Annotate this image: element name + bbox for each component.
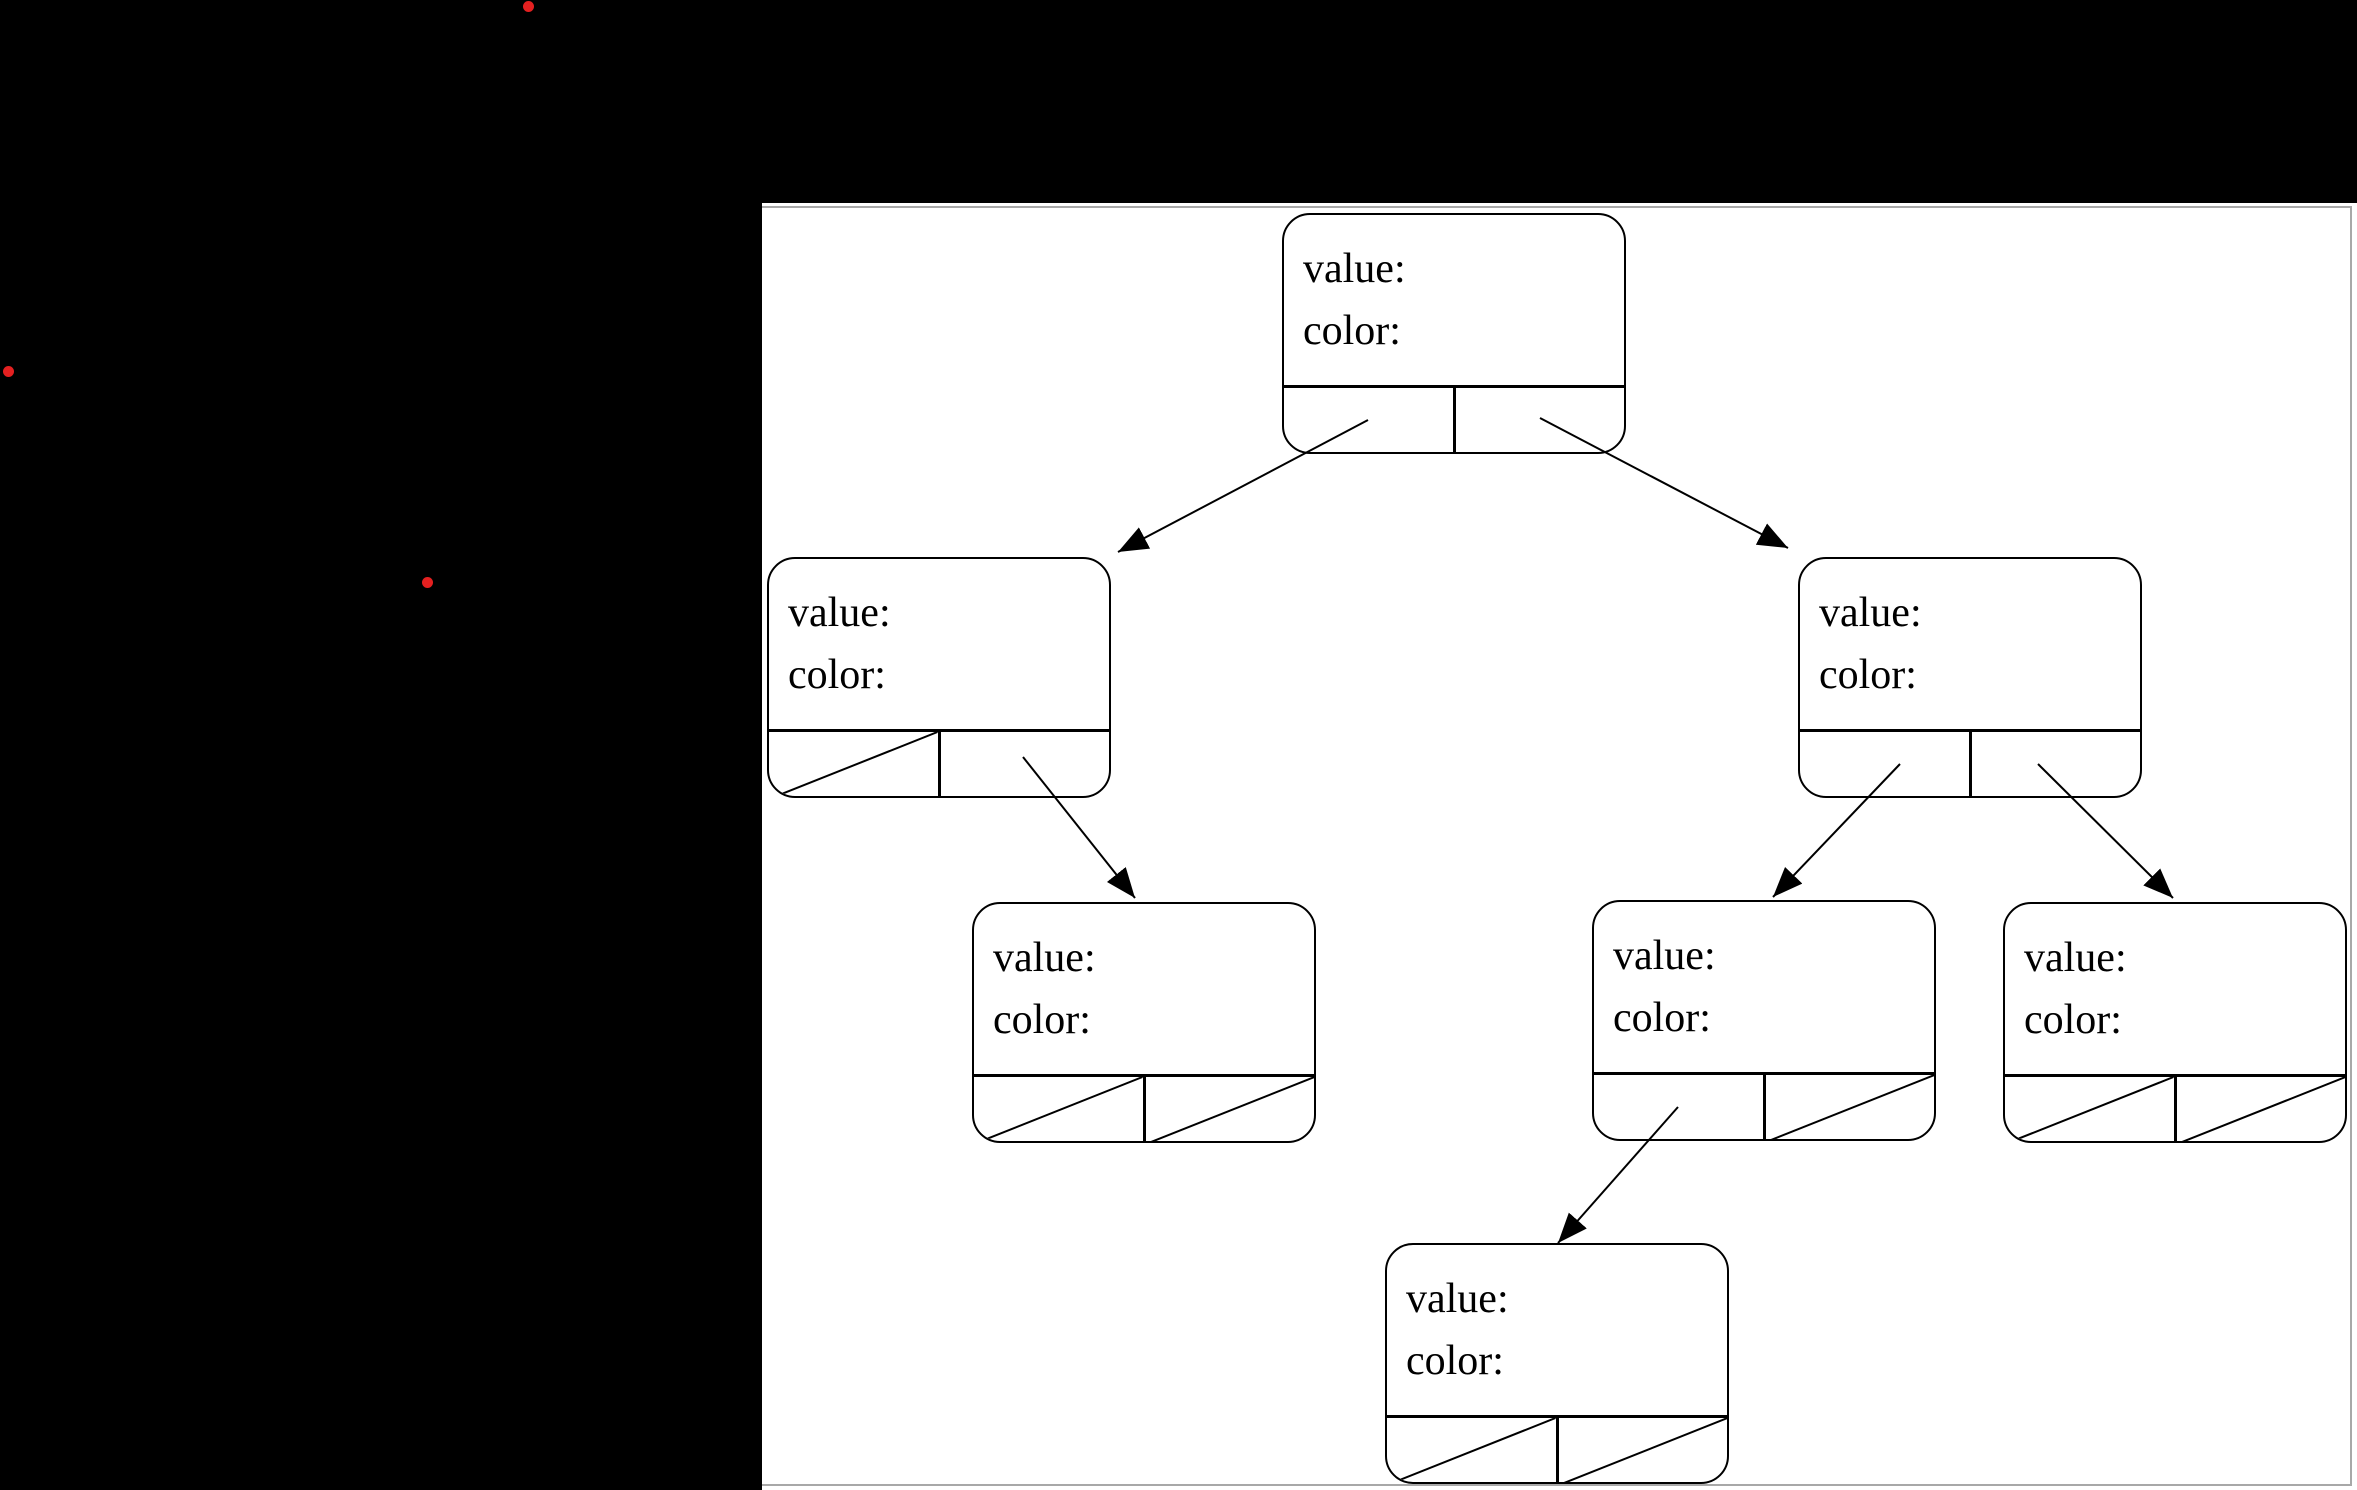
- tree-node-root: value: color:: [1282, 213, 1626, 454]
- red-dot-annotation: [2, 365, 14, 377]
- null-slash-icon: [1146, 1077, 1315, 1143]
- null-slash-icon: [1559, 1418, 1728, 1484]
- node-value-label: value:: [788, 590, 891, 636]
- tree-node-right-child: value: color:: [1798, 557, 2142, 798]
- right-pointer-cell: [941, 732, 1110, 796]
- left-pointer-cell: [769, 732, 941, 798]
- tree-node-left-child: value: color:: [767, 557, 1111, 798]
- right-pointer-cell: [1766, 1075, 1935, 1141]
- tree-node-left-grandchild: value: color:: [972, 902, 1316, 1143]
- node-value-label: value:: [1406, 1276, 1509, 1322]
- right-pointer-cell: [1559, 1418, 1728, 1484]
- red-dot-annotation: [522, 0, 534, 12]
- pointer-row: [1284, 385, 1625, 452]
- node-value-label: value:: [1819, 590, 1922, 636]
- pointer-row: [1594, 1072, 1935, 1141]
- null-slash-icon: [2005, 1077, 2174, 1143]
- null-slash-icon: [769, 732, 938, 798]
- null-slash-icon: [974, 1077, 1143, 1143]
- red-dot-annotation: [421, 576, 433, 588]
- left-pointer-cell: [1800, 732, 1972, 796]
- node-color-label: color:: [1406, 1338, 1504, 1384]
- null-slash-icon: [1766, 1075, 1935, 1141]
- node-text-area: value: color:: [1284, 215, 1624, 385]
- right-pointer-cell: [1972, 732, 2141, 796]
- pointer-row: [2005, 1074, 2346, 1143]
- node-text-area: value: color:: [1800, 559, 2140, 729]
- node-value-label: value:: [2024, 935, 2127, 981]
- node-color-label: color:: [1613, 995, 1711, 1041]
- node-color-label: color:: [2024, 997, 2122, 1043]
- pointer-row: [1800, 729, 2141, 796]
- left-pointer-cell: [1594, 1075, 1766, 1139]
- node-color-label: color:: [788, 652, 886, 698]
- null-slash-icon: [2177, 1077, 2346, 1143]
- tree-node-middle-grandchild: value: color:: [1592, 900, 1936, 1141]
- right-pointer-cell: [1456, 388, 1625, 452]
- node-text-area: value: color:: [1387, 1245, 1727, 1415]
- null-slash-icon: [1387, 1418, 1556, 1484]
- tree-node-bottom-leaf: value: color:: [1385, 1243, 1729, 1484]
- tree-node-layer: value:color:value:color:value:color:valu…: [762, 203, 2357, 1490]
- left-pointer-cell: [1284, 388, 1456, 452]
- node-text-area: value: color:: [974, 904, 1314, 1074]
- node-color-label: color:: [1819, 652, 1917, 698]
- tree-node-right-grandchild: value: color:: [2003, 902, 2347, 1143]
- right-pointer-cell: [2177, 1077, 2346, 1143]
- pointer-row: [769, 729, 1110, 798]
- left-pointer-cell: [1387, 1418, 1559, 1484]
- pointer-row: [974, 1074, 1315, 1143]
- pointer-row: [1387, 1415, 1728, 1484]
- node-color-label: color:: [993, 997, 1091, 1043]
- node-value-label: value:: [993, 935, 1096, 981]
- node-text-area: value: color:: [769, 559, 1109, 729]
- document-page: value:color:value:color:value:color:valu…: [762, 203, 2357, 1490]
- node-value-label: value:: [1303, 246, 1406, 292]
- right-pointer-cell: [1146, 1077, 1315, 1143]
- node-text-area: value: color:: [1594, 902, 1934, 1072]
- node-text-area: value: color:: [2005, 904, 2345, 1074]
- node-value-label: value:: [1613, 933, 1716, 979]
- left-pointer-cell: [974, 1077, 1146, 1143]
- left-pointer-cell: [2005, 1077, 2177, 1143]
- node-color-label: color:: [1303, 308, 1401, 354]
